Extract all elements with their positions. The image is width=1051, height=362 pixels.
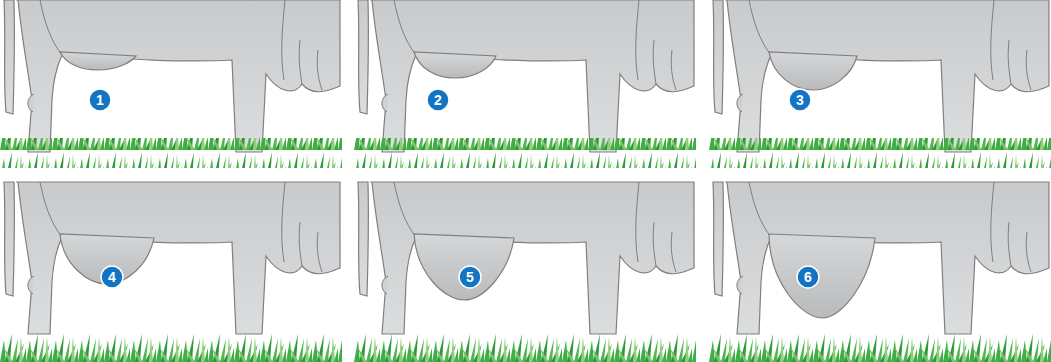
grass: [709, 332, 1051, 362]
cow-body: [358, 182, 694, 334]
callout-number: 1: [88, 88, 112, 112]
grass: [0, 332, 342, 362]
callout-text: 3: [796, 93, 804, 107]
callout-text: 4: [108, 270, 116, 284]
udder: [60, 52, 136, 70]
cow-panel: [0, 182, 342, 362]
callout-circle-shape: [789, 89, 811, 111]
cow-panel: [354, 0, 696, 168]
callout-number: 4: [100, 265, 124, 289]
cow-body: [713, 0, 1049, 152]
cow-panel: [709, 0, 1051, 168]
callout-circle-shape: [89, 89, 111, 111]
udder: [769, 52, 857, 90]
callout-circle-shape: [427, 89, 449, 111]
callout-number: 6: [796, 265, 820, 289]
callout-number: 5: [458, 265, 482, 289]
callout-text: 5: [466, 270, 474, 284]
cow-panel: [354, 182, 696, 362]
cow-panel: [0, 0, 342, 168]
cow-body: [713, 182, 1049, 334]
callout-text: 2: [434, 93, 442, 107]
cow-body: [4, 182, 340, 334]
udder: [769, 234, 875, 318]
callout-number: 3: [788, 88, 812, 112]
cow-panel: [709, 182, 1051, 362]
grass: [354, 332, 696, 362]
grass: [0, 138, 342, 168]
callout-text: 1: [96, 93, 104, 107]
callout-number: 2: [426, 88, 450, 112]
callout-text: 6: [804, 270, 812, 284]
udder: [414, 234, 514, 300]
callout-circle-shape: [101, 266, 123, 288]
callout-circle-shape: [459, 266, 481, 288]
grass: [709, 138, 1051, 168]
callout-circle-shape: [797, 266, 819, 288]
grass: [354, 138, 696, 168]
cow-body: [4, 0, 340, 152]
udder: [414, 52, 496, 78]
cow-body: [358, 0, 694, 152]
